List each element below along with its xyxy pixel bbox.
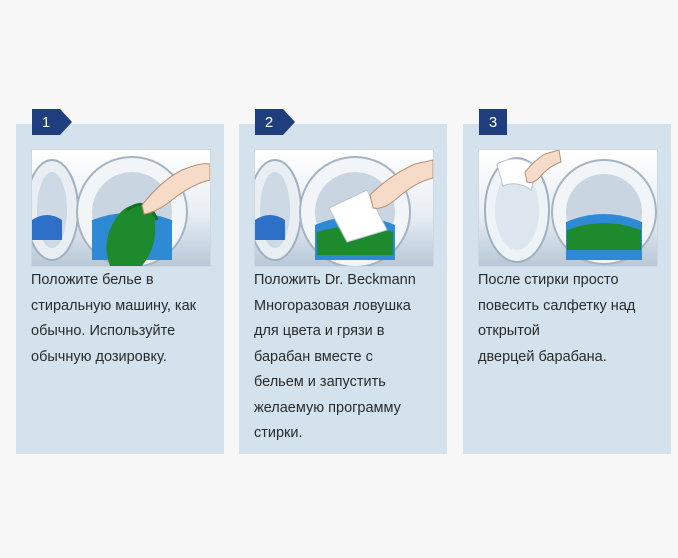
hand-laundry-drum-icon (31, 149, 211, 267)
instruction-line: открытой (478, 323, 540, 339)
instruction-line: стирки. (254, 425, 303, 441)
hand-sheet-open-door-icon (478, 149, 658, 267)
step-number-badge: 2 (255, 109, 295, 135)
instruction-line: барабан вместе с (254, 348, 373, 365)
instruction-line: для цвета и грязи в (254, 323, 385, 339)
step-card-3: 3 После стирки просто повесить салфетку … (463, 109, 671, 454)
instruction-line: дверцей барабана. (478, 348, 607, 365)
step-instruction: Положите белье в стиральную машину, как … (31, 268, 216, 370)
instruction-line: обычную дозировку. (31, 348, 167, 365)
instruction-line: бельем и запустить (254, 374, 386, 390)
badge-arrow-icon (283, 109, 295, 135)
step-card-2: 2 Положить Dr. Beckmann Многоразовая лов… (239, 109, 447, 454)
instruction-line: Многоразовая ловушка (254, 297, 411, 314)
step-number-badge: 3 (479, 109, 507, 135)
hand-sheet-drum-icon (254, 149, 434, 267)
instruction-line: обычно. Используйте (31, 323, 176, 339)
instruction-line: повесить салфетку над (478, 297, 636, 314)
step-number: 2 (255, 109, 283, 135)
instruction-line: Положить Dr. Beckmann (254, 272, 416, 288)
step-number: 3 (479, 109, 507, 135)
step-instruction: Положить Dr. Beckmann Многоразовая ловуш… (254, 268, 439, 447)
instruction-line: желаемую программу (254, 399, 401, 416)
step-instruction: После стирки просто повесить салфетку на… (478, 268, 663, 370)
instruction-line: После стирки просто (478, 272, 619, 288)
step-number: 1 (32, 109, 60, 135)
instruction-line: стиральную машину, как (31, 297, 196, 314)
badge-arrow-icon (60, 109, 72, 135)
step-number-badge: 1 (32, 109, 72, 135)
instruction-line: Положите белье в (31, 272, 154, 288)
step-card-1: 1 Положите белье в стиральную машину, ка… (16, 109, 224, 454)
